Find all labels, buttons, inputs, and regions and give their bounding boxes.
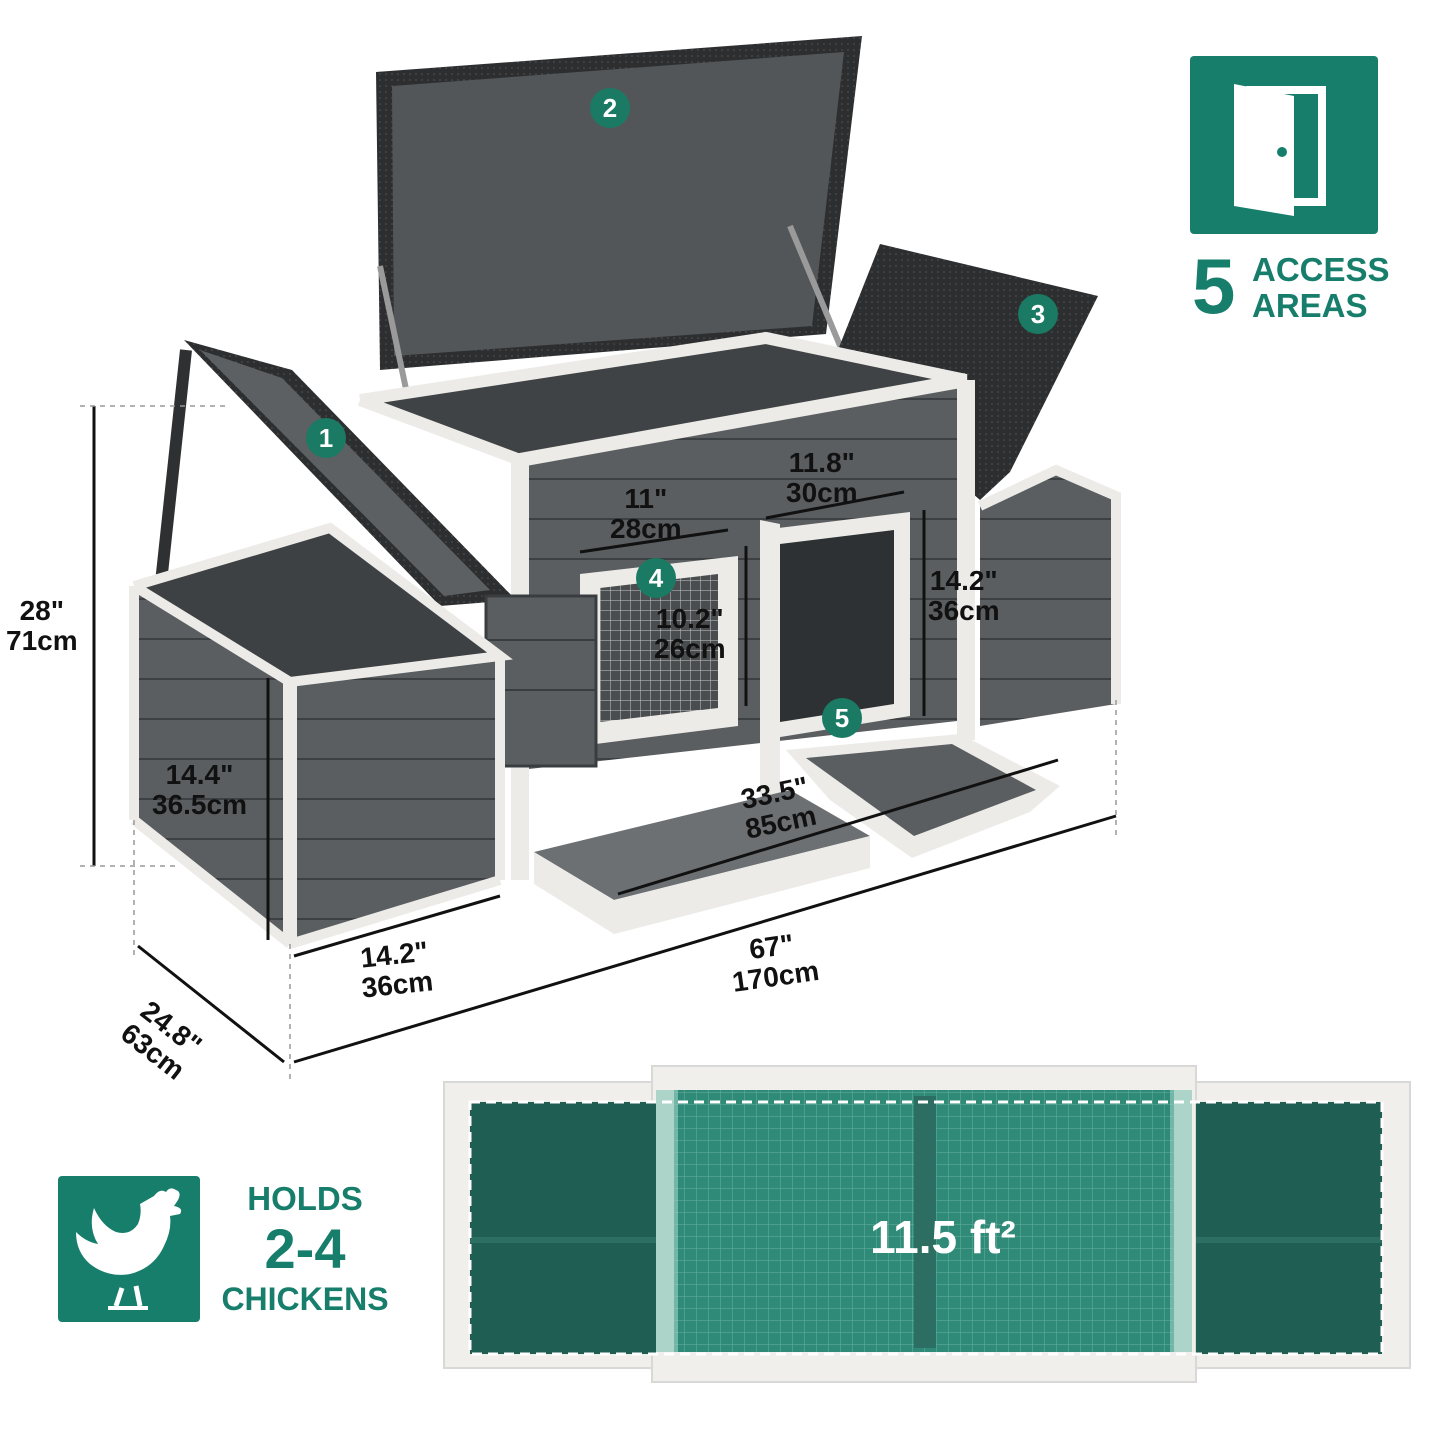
access-areas-label: ACCESS AREAS — [1252, 252, 1390, 324]
capacity-line2: 2-4 — [264, 1217, 346, 1280]
dim-window-width: 11" 28cm — [610, 484, 682, 544]
dim-total-height: 28" 71cm — [6, 596, 78, 656]
dim-window-width-cm: 28cm — [610, 513, 682, 544]
dim-door-width-in: 11.8" — [788, 447, 855, 478]
dim-total-height-in: 28" — [19, 595, 65, 626]
dim-side-height: 14.4" 36.5cm — [152, 760, 247, 820]
access-badge-5: 5 — [822, 698, 862, 738]
dim-door-height-in: 14.2" — [929, 565, 998, 596]
access-badge-4: 4 — [636, 558, 676, 598]
dim-total-length: 67" 170cm — [726, 926, 821, 998]
coop-door — [760, 512, 910, 820]
dim-side-height-cm: 36.5cm — [152, 789, 247, 820]
dim-side-width: 14.2" 36cm — [357, 936, 435, 1004]
left-nest-box — [129, 522, 513, 949]
dimension-guides — [80, 405, 1117, 1080]
ramp — [786, 734, 1060, 858]
capacity-line1: HOLDS — [247, 1180, 363, 1217]
dim-window-height-in: 10.2" — [655, 603, 724, 634]
dim-door-height-cm: 36cm — [928, 595, 1000, 626]
capacity-panel — [58, 1176, 200, 1322]
access-badge-3: 3 — [1018, 294, 1058, 334]
capacity-line3: CHICKENS — [221, 1281, 389, 1317]
rooster-icon — [76, 1188, 182, 1310]
dim-window-width-in: 11" — [624, 483, 668, 514]
access-areas-line1: ACCESS — [1252, 251, 1390, 288]
access-areas-count: 5 — [1192, 242, 1236, 330]
access-badge-2: 2 — [590, 88, 630, 128]
dim-door-width: 11.8" 30cm — [786, 448, 858, 508]
access-badge-1: 1 — [306, 418, 346, 458]
access-areas-panel — [1190, 56, 1378, 234]
top-view-floor-plan — [443, 1065, 1411, 1383]
dim-door-width-cm: 30cm — [786, 477, 858, 508]
pull-out-tray — [534, 790, 870, 934]
dim-side-height-in: 14.4" — [165, 759, 234, 790]
left-nest-lid — [154, 340, 516, 606]
dim-door-height: 14.2" 36cm — [928, 566, 1000, 626]
dimension-lines — [92, 406, 1117, 1064]
floor-area-label: 11.5 ft² — [870, 1211, 1016, 1263]
access-areas-line2: AREAS — [1252, 287, 1368, 324]
capacity-text: HOLDS 2-4 CHICKENS — [210, 1180, 400, 1318]
dim-window-height: 10.2" 26cm — [654, 604, 726, 664]
dim-total-height-cm: 71cm — [6, 625, 78, 656]
door-icon — [1234, 84, 1326, 216]
coop-window — [484, 556, 738, 768]
right-nest-box — [977, 464, 1121, 726]
dim-window-height-cm: 26cm — [654, 633, 726, 664]
main-roof-lid — [376, 36, 862, 370]
